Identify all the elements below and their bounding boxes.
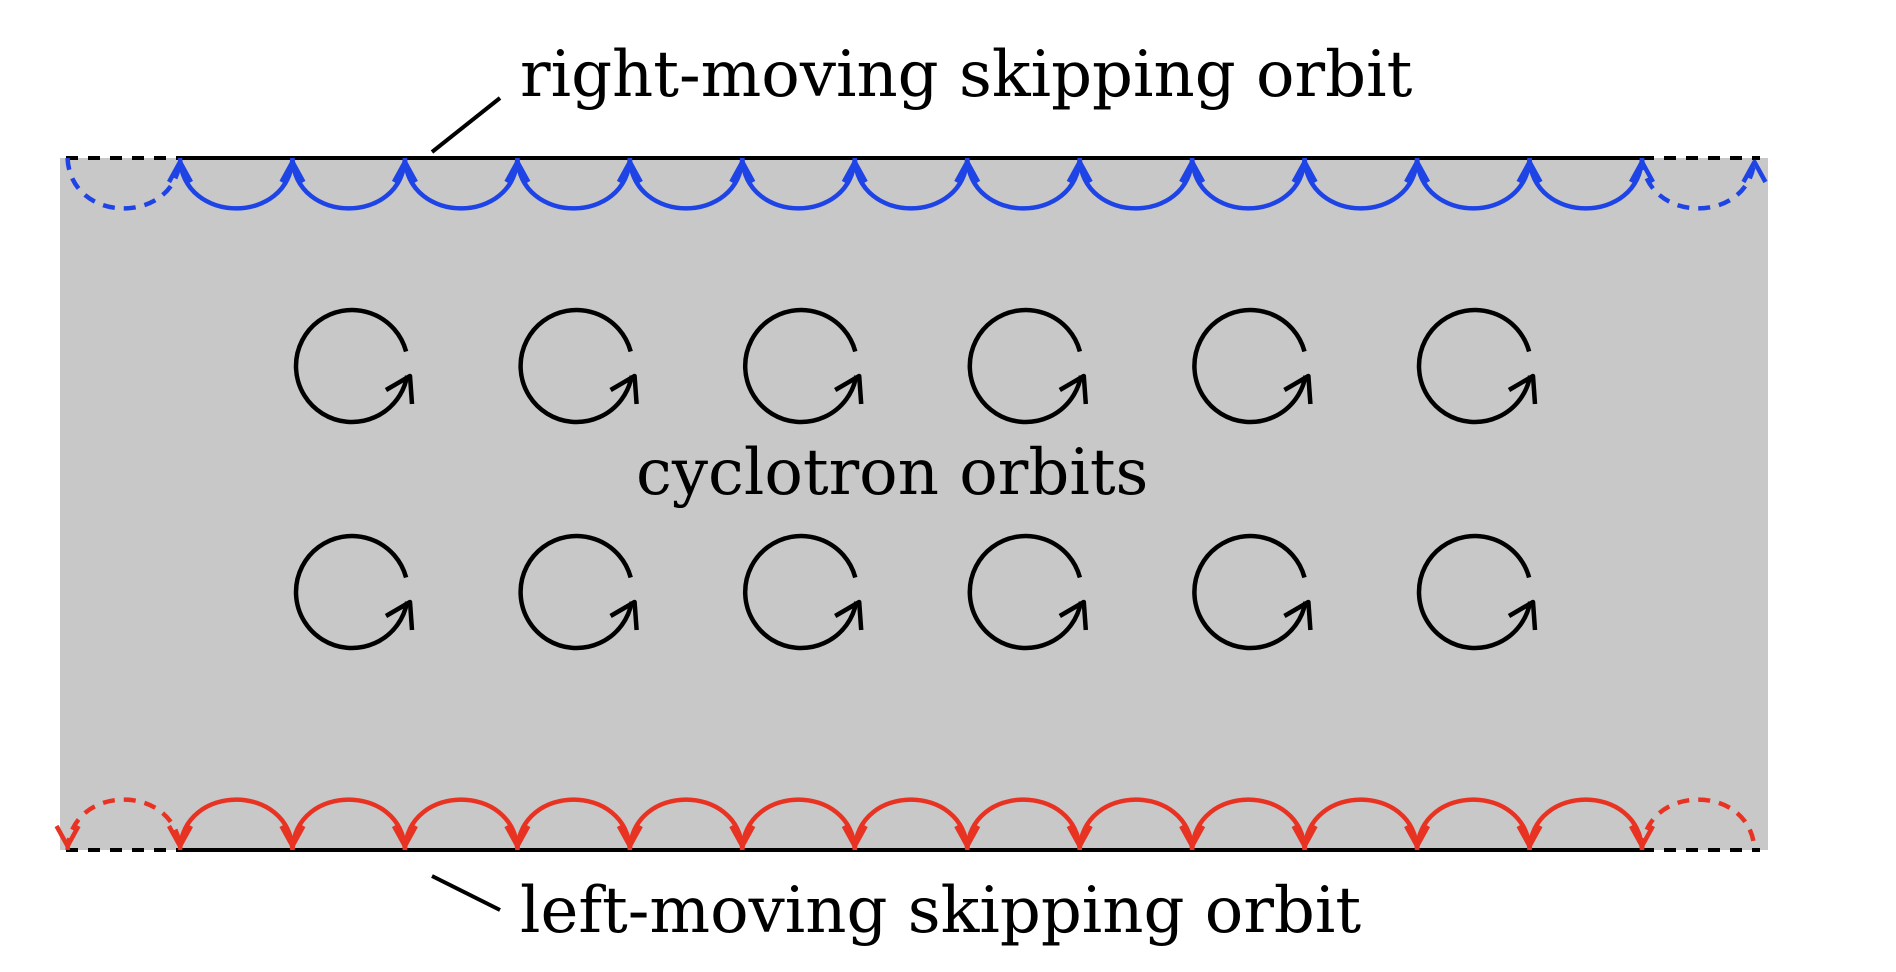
cyclotron-orbit bbox=[967, 307, 1084, 425]
right-moving-hop bbox=[402, 157, 520, 211]
middle-label: cyclotron orbits bbox=[636, 436, 1148, 510]
left-moving-hop-arrowhead bbox=[504, 824, 531, 849]
cyclotron-arrowhead bbox=[1507, 373, 1538, 405]
cyclotron-arrowhead bbox=[1283, 373, 1313, 405]
cyclotron-orbit bbox=[1192, 533, 1308, 651]
left-moving-hop-arrowhead bbox=[167, 824, 193, 849]
cyclotron-orbit bbox=[742, 533, 859, 651]
left-moving-hop-arrowhead bbox=[841, 824, 868, 849]
bottom-label: left-moving skipping orbit bbox=[520, 874, 1361, 948]
left-moving-hop bbox=[852, 797, 970, 851]
right-moving-hop bbox=[1527, 157, 1645, 211]
cyclotron-orbit bbox=[518, 533, 634, 651]
right-moving-hop bbox=[964, 157, 1082, 211]
left-moving-hop-arrowhead bbox=[1179, 824, 1206, 849]
left-moving-skipping-orbits bbox=[54, 797, 1757, 851]
cyclotron-orbit bbox=[293, 307, 410, 425]
cyclotron-arrowhead bbox=[1283, 599, 1313, 631]
cyclotron-orbits bbox=[293, 307, 1538, 651]
cyclotron-orbit bbox=[518, 307, 634, 425]
top-label-pointer bbox=[430, 96, 502, 154]
right-moving-hop bbox=[1414, 157, 1532, 211]
left-moving-hop bbox=[1527, 797, 1645, 851]
left-moving-hop bbox=[627, 797, 745, 851]
right-moving-skipping-orbits bbox=[65, 157, 1768, 211]
cyclotron-arrowhead bbox=[1058, 373, 1089, 405]
left-moving-hop-arrowhead bbox=[729, 824, 756, 849]
cyclotron-arrowhead bbox=[1507, 599, 1538, 631]
left-moving-hop bbox=[1302, 797, 1420, 851]
left-moving-hop bbox=[964, 797, 1082, 851]
sample-region bbox=[60, 158, 1768, 850]
cyclotron-arrowhead bbox=[1058, 599, 1089, 631]
left-moving-hop-arrowhead bbox=[279, 824, 306, 849]
right-moving-hop bbox=[1189, 157, 1307, 211]
cyclotron-orbit bbox=[1416, 307, 1533, 425]
left-moving-hop bbox=[1414, 797, 1532, 851]
cyclotron-arrowhead bbox=[384, 599, 415, 631]
right-moving-hop bbox=[627, 157, 745, 211]
right-moving-hop-dashed bbox=[65, 157, 183, 211]
cyclotron-orbit bbox=[1416, 533, 1533, 651]
left-moving-hop bbox=[1189, 797, 1307, 851]
cyclotron-orbit bbox=[742, 307, 859, 425]
left-moving-hop bbox=[290, 797, 408, 851]
left-moving-hop bbox=[177, 797, 295, 851]
top-label: right-moving skipping orbit bbox=[520, 38, 1413, 112]
left-moving-hop bbox=[515, 797, 633, 851]
left-moving-hop bbox=[402, 797, 520, 851]
right-moving-hop bbox=[852, 157, 970, 211]
right-moving-hop bbox=[1077, 157, 1195, 211]
right-moving-hop bbox=[177, 157, 295, 211]
right-moving-hop bbox=[1302, 157, 1420, 211]
right-moving-hop bbox=[290, 157, 408, 211]
left-moving-hop-arrowhead bbox=[1291, 824, 1318, 849]
cyclotron-arrowhead bbox=[834, 599, 864, 631]
cyclotron-arrowhead bbox=[609, 599, 639, 631]
left-moving-hop-arrowhead bbox=[391, 824, 418, 849]
left-moving-hop-dashed bbox=[1639, 797, 1757, 851]
right-moving-hop bbox=[740, 157, 858, 211]
cyclotron-arrowhead bbox=[834, 373, 864, 405]
right-moving-hop bbox=[515, 157, 633, 211]
left-moving-hop-dashed-arrowhead bbox=[1629, 824, 1655, 849]
left-moving-hop bbox=[740, 797, 858, 851]
left-moving-hop bbox=[1077, 797, 1195, 851]
right-moving-hop-dashed-arrowhead bbox=[167, 159, 193, 184]
cyclotron-orbit bbox=[967, 533, 1084, 651]
cyclotron-arrowhead bbox=[384, 373, 415, 405]
left-moving-hop-arrowhead bbox=[1066, 824, 1093, 849]
left-moving-hop-arrowhead bbox=[954, 824, 981, 849]
label-pointers bbox=[430, 96, 502, 912]
cyclotron-arrowhead bbox=[609, 373, 639, 405]
bottom-label-pointer bbox=[431, 874, 501, 912]
cyclotron-orbit bbox=[293, 533, 410, 651]
right-moving-hop-dashed-arrowhead bbox=[1741, 159, 1768, 184]
sample-edges bbox=[66, 156, 1760, 852]
left-moving-hop-dashed bbox=[65, 797, 183, 851]
left-moving-hop-arrowhead bbox=[1516, 824, 1543, 849]
cyclotron-orbit bbox=[1192, 307, 1308, 425]
left-moving-hop-dashed-arrowhead bbox=[54, 824, 81, 849]
left-moving-hop-arrowhead bbox=[1404, 824, 1431, 849]
right-moving-hop-dashed bbox=[1639, 157, 1757, 211]
left-moving-hop-arrowhead bbox=[616, 824, 643, 849]
